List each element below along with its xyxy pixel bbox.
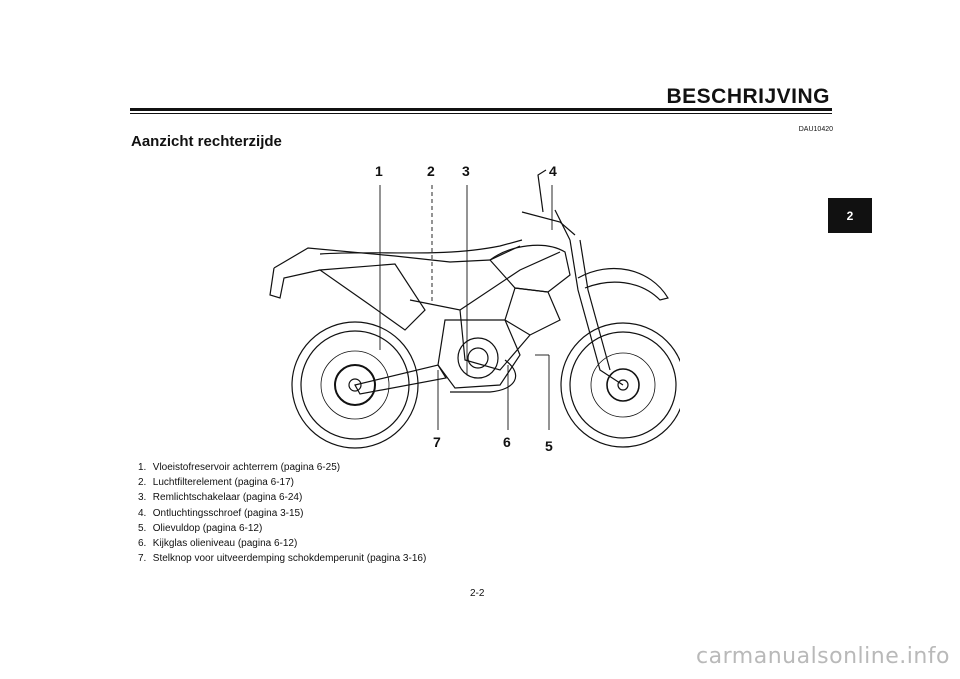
callout-6: 6 [503, 434, 511, 450]
doc-code: DAU10420 [798, 126, 833, 133]
swingarm [354, 364, 447, 395]
mirror [537, 169, 547, 213]
front-disc [606, 368, 640, 402]
engine [437, 319, 521, 389]
callout-3: 3 [462, 163, 470, 179]
exhaust [450, 359, 517, 393]
legend-item: 6. Kijkglas olieniveau (pagina 6-12) [138, 538, 298, 550]
front-tire [560, 322, 680, 448]
header-rule-thick [130, 108, 832, 111]
callout-5: 5 [545, 438, 553, 454]
callout-2: 2 [427, 163, 435, 179]
legend-item: 3. Remlichtschakelaar (pagina 6-24) [138, 492, 303, 504]
legend-item: 2. Luchtfilterelement (pagina 6-17) [138, 477, 294, 489]
side-panel [318, 263, 426, 331]
radiator-shroud [504, 287, 561, 336]
parts-legend: 1. Vloeistofreservoir achterrem (pagina … [138, 460, 426, 566]
watermark[interactable]: carmanualsonline.info [696, 644, 950, 669]
rear-sprocket [334, 364, 376, 406]
fuel-tank [489, 244, 571, 293]
seat [319, 239, 523, 255]
front-fork [569, 239, 624, 386]
callout-numbers: 1 2 3 4 5 6 7 [375, 163, 557, 454]
callout-1: 1 [375, 163, 383, 179]
handlebar [521, 211, 576, 236]
rear-tire [291, 321, 419, 449]
page-number: 2-2 [470, 588, 485, 599]
legend-item: 4. Ontluchtingsschroef (pagina 3-15) [138, 507, 304, 519]
callout-7: 7 [433, 434, 441, 450]
header-rule-thin [130, 113, 832, 114]
engine-cover [457, 337, 499, 379]
section-title: BESCHRIJVING [666, 85, 830, 108]
legend-item: 1. Vloeistofreservoir achterrem (pagina … [138, 462, 341, 473]
rear-fender [273, 245, 521, 269]
callout-4: 4 [549, 163, 557, 179]
motorcycle-diagram: 1 2 3 4 5 6 7 [269, 163, 680, 454]
page-heading: Aanzicht rechterzijde [131, 133, 282, 150]
chapter-tab[interactable]: 2 [828, 198, 872, 233]
frame [409, 251, 561, 311]
motorcycle-drawing [269, 169, 680, 449]
legend-item: 7. Stelknop voor uitveerdemping schokdem… [138, 553, 427, 565]
legend-item: 5. Olievuldop (pagina 6-12) [138, 522, 263, 534]
front-fender [577, 267, 669, 301]
leader-lines [379, 185, 553, 430]
